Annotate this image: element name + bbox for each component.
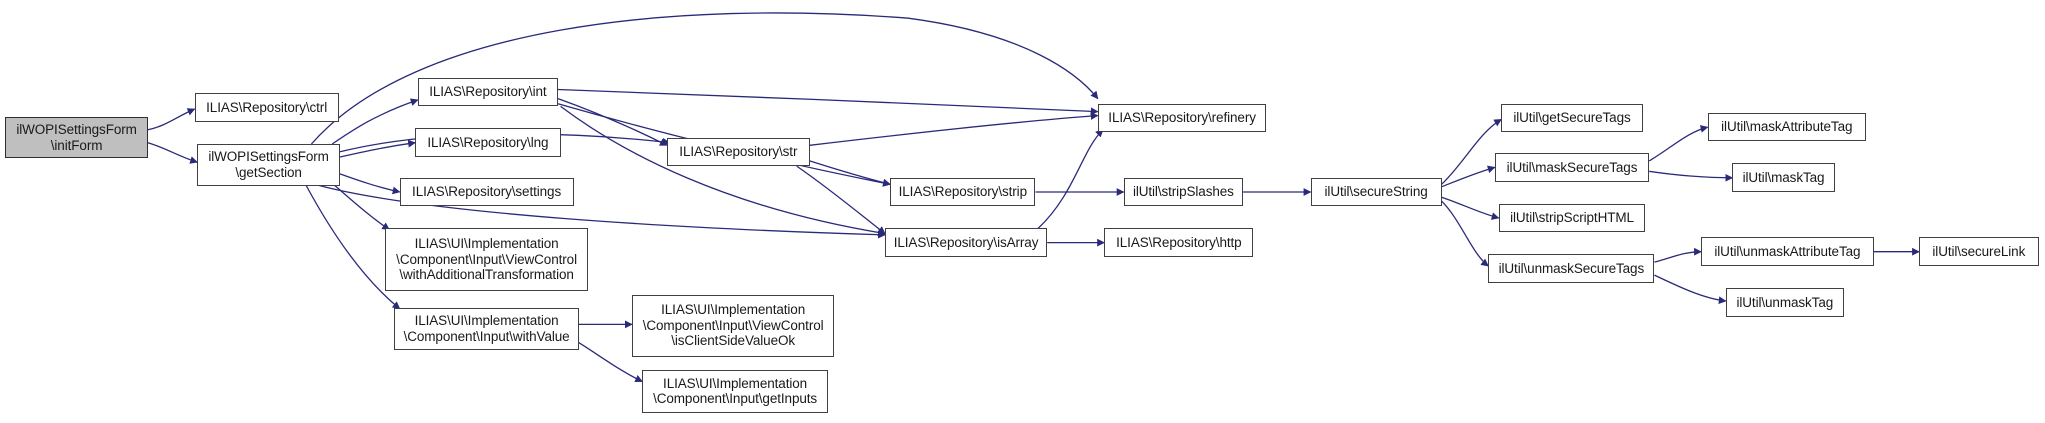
node-label: ILIAS\Repository\strip	[898, 184, 1027, 200]
node-http[interactable]: ILIAS\Repository\http	[1104, 228, 1254, 257]
edge-initForm-to-getSection	[147, 142, 198, 164]
node-label: ILIAS\Repository\ctrl	[206, 99, 328, 115]
node-isClientSideOk[interactable]: ILIAS\UI\Implementation \Component\Input…	[631, 294, 835, 357]
node-label: ilUtil\stripScriptHTML	[1510, 210, 1634, 226]
node-strip[interactable]: ILIAS\Repository\strip	[890, 177, 1036, 207]
node-label: ILIAS\Repository\lng	[427, 134, 549, 150]
edge-getSection-to-withAddTrans	[334, 185, 390, 231]
node-stripSlashes[interactable]: ilUtil\stripSlashes	[1123, 177, 1244, 207]
node-getInputs[interactable]: ILIAS\UI\Implementation \Component\Input…	[642, 369, 828, 413]
edge-str-to-refinery	[809, 112, 1099, 146]
edge-str-to-isArray	[796, 165, 886, 235]
node-getSection[interactable]: ilWOPISettingsForm \getSection	[197, 144, 340, 186]
node-int[interactable]: ILIAS\Repository\int	[417, 77, 558, 107]
node-unmaskSecureTags[interactable]: ilUtil\unmaskSecureTags	[1488, 254, 1655, 283]
node-label: ILIAS\Repository\isArray	[893, 234, 1039, 250]
node-unmaskTag[interactable]: ilUtil\unmaskTag	[1725, 288, 1844, 317]
edge-str-to-strip	[809, 160, 891, 187]
node-label: ilWOPISettingsForm \initForm	[16, 122, 137, 153]
node-label: ilUtil\maskAttributeTag	[1721, 119, 1853, 135]
node-maskTag[interactable]: ilUtil\maskTag	[1732, 163, 1835, 193]
edge-getSection-to-settings	[339, 173, 401, 195]
node-label: ILIAS\Repository\settings	[412, 184, 562, 200]
edge-unmaskSecureTags-to-unmaskAttrTag	[1654, 247, 1702, 263]
node-label: ilWOPISettingsForm \getSection	[208, 149, 329, 180]
node-label: ilUtil\unmaskSecureTags	[1498, 260, 1645, 276]
edge-maskSecureTags-to-maskAttributeTag	[1648, 125, 1709, 162]
node-label: ilUtil\maskTag	[1742, 170, 1825, 185]
edge-secureString-to-unmaskSecureTags	[1441, 200, 1489, 267]
edge-int-to-str	[557, 97, 668, 146]
edge-int-to-refinery	[557, 88, 1099, 116]
node-label: ilUtil\secureString	[1324, 184, 1428, 200]
node-label: ILIAS\UI\Implementation \Component\Input…	[642, 302, 824, 349]
node-label: ilUtil\secureLink	[1932, 243, 2026, 259]
edge-initForm-to-ctrl	[147, 108, 196, 131]
node-label: ILIAS\Repository\refinery	[1108, 110, 1256, 126]
node-maskSecureTags[interactable]: ilUtil\maskSecureTags	[1494, 153, 1650, 182]
edge-maskSecureTags-to-maskTag	[1649, 170, 1734, 182]
node-stripScriptHTML[interactable]: ilUtil\stripScriptHTML	[1498, 203, 1646, 233]
node-label: ILIAS\Repository\http	[1116, 234, 1242, 250]
node-ctrl[interactable]: ILIAS\Repository\ctrl	[194, 93, 339, 122]
node-getSecureTags[interactable]: ilUtil\getSecureTags	[1501, 103, 1643, 133]
node-label: ilUtil\unmaskTag	[1736, 294, 1834, 310]
edge-secureString-to-getSecureTags	[1441, 118, 1502, 185]
edge-secureString-to-maskSecureTags	[1441, 165, 1496, 188]
node-lng[interactable]: ILIAS\Repository\lng	[415, 128, 561, 157]
node-withAddTrans[interactable]: ILIAS\UI\Implementation \Component\Input…	[385, 228, 588, 291]
node-initForm[interactable]: ilWOPISettingsForm \initForm	[5, 116, 148, 159]
node-maskAttributeTag[interactable]: ilUtil\maskAttributeTag	[1707, 112, 1866, 142]
node-label: ILIAS\UI\Implementation \Component\Input…	[403, 313, 570, 344]
node-label: ILIAS\UI\Implementation \Component\Input…	[653, 375, 818, 407]
node-str[interactable]: ILIAS\Repository\str	[666, 137, 810, 167]
node-isArray[interactable]: ILIAS\Repository\isArray	[884, 228, 1048, 257]
node-label: ILIAS\Repository\str	[679, 144, 798, 160]
node-label: ilUtil\maskSecureTags	[1506, 159, 1638, 175]
node-label: ilUtil\stripSlashes	[1132, 184, 1234, 200]
edge-int-to-isArray	[560, 105, 886, 237]
edge-isArray-to-refinery	[1037, 129, 1104, 229]
node-withValue[interactable]: ILIAS\UI\Implementation \Component\Input…	[394, 307, 579, 351]
node-refinery[interactable]: ILIAS\Repository\refinery	[1097, 103, 1267, 133]
node-settings[interactable]: ILIAS\Repository\settings	[399, 177, 574, 207]
edge-secureString-to-stripScriptHTML	[1441, 196, 1500, 220]
node-label: ILIAS\UI\Implementation \Component\Input…	[396, 236, 577, 283]
node-label: ilUtil\getSecureTags	[1513, 110, 1631, 126]
node-label: ILIAS\Repository\int	[429, 84, 547, 100]
edge-getSection-to-int	[331, 98, 419, 145]
node-secureLink[interactable]: ilUtil\secureLink	[1919, 237, 2039, 266]
node-secureString[interactable]: ilUtil\secureString	[1310, 177, 1442, 207]
node-label: ilUtil\unmaskAttributeTag	[1714, 243, 1861, 259]
edge-getSection-to-lng	[339, 139, 416, 158]
edge-unmaskSecureTags-to-unmaskTag	[1654, 274, 1727, 305]
node-unmaskAttrTag[interactable]: ilUtil\unmaskAttributeTag	[1701, 237, 1874, 266]
